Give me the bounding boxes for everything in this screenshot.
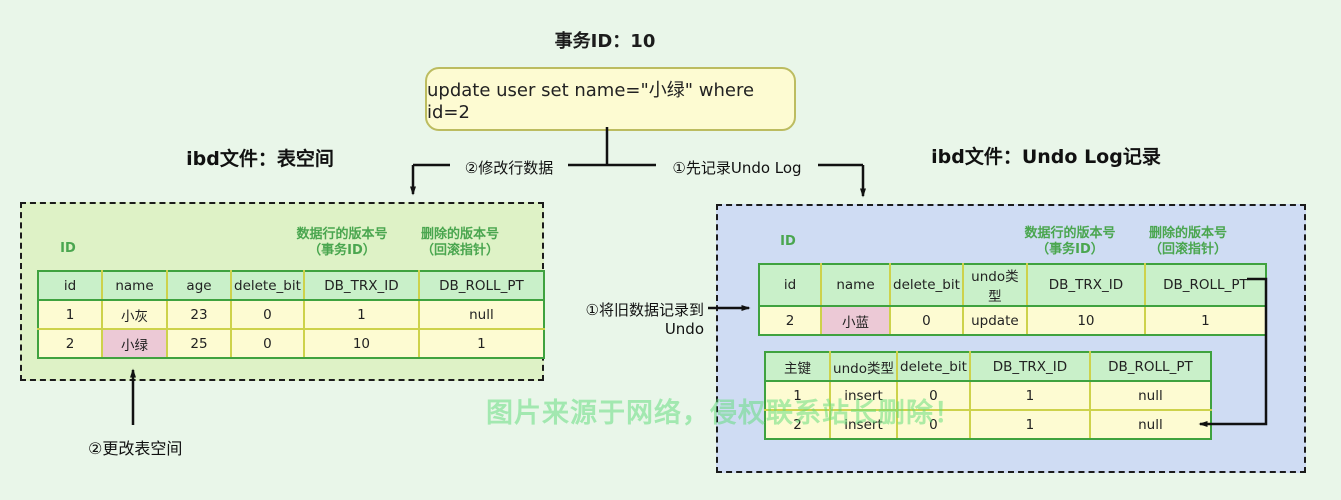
- data-cell: 10: [1025, 305, 1146, 336]
- update-tablespace-label: ②更改表空间: [88, 439, 183, 458]
- header-cell: DB_ROLL_PT: [1143, 263, 1267, 307]
- data-cell: 2: [37, 328, 103, 359]
- data-cell: 小灰: [101, 299, 168, 330]
- header-cell: delete_bit: [896, 351, 971, 382]
- undo-id-label: ID: [780, 234, 796, 249]
- data-cell: 1: [968, 409, 1091, 440]
- trx-label-line2: （事务ID）: [308, 243, 376, 258]
- undo-log-title: ibd文件：Undo Log记录: [931, 146, 1161, 168]
- trx-label-line1: 数据行的版本号: [296, 227, 388, 242]
- undo-roll-label-line2: （回滚指针）: [1148, 242, 1227, 257]
- data-cell: null: [417, 299, 545, 330]
- header-cell: DB_ROLL_PT: [1088, 351, 1212, 382]
- data-cell: null: [1088, 380, 1212, 411]
- data-cell: 2: [758, 305, 822, 336]
- header-cell: DB_TRX_ID: [1025, 263, 1146, 307]
- roll-label-line2: （回滚指针）: [420, 243, 499, 258]
- undo-trx-label: 数据行的版本号 （事务ID）: [990, 226, 1150, 258]
- data-cell: 0: [896, 409, 971, 440]
- data-cell: update: [961, 305, 1028, 336]
- data-cell: 2: [764, 409, 831, 440]
- data-cell: null: [1088, 409, 1212, 440]
- header-cell: undo类型: [829, 351, 898, 382]
- data-cell: 25: [166, 328, 232, 359]
- header-cell: DB_ROLL_PT: [417, 270, 545, 301]
- modify-row-label: ②修改行数据: [450, 157, 568, 178]
- data-cell: 0: [889, 305, 964, 336]
- header-cell: id: [758, 263, 822, 307]
- sql-statement-box: update user set name="小绿" where id=2: [425, 67, 796, 131]
- header-cell: undo类型: [961, 263, 1028, 307]
- data-cell: 1: [968, 380, 1091, 411]
- data-cell: 1: [302, 299, 420, 330]
- data-cell: insert: [829, 380, 898, 411]
- header-cell: delete_bit: [889, 263, 964, 307]
- roll-label-line1: 删除的版本号: [420, 227, 499, 242]
- tablespace-id-label: ID: [60, 241, 76, 256]
- transaction-id-title: 事务ID：10: [554, 31, 656, 52]
- header-cell: name: [101, 270, 168, 301]
- data-cell: 0: [230, 328, 305, 359]
- undo-trx-label-line1: 数据行的版本号: [1024, 226, 1116, 241]
- undo-trx-label-line2: （事务ID）: [1036, 242, 1104, 257]
- header-cell: 主键: [764, 351, 831, 382]
- data-cell: 1: [1143, 305, 1267, 336]
- data-cell: 1: [37, 299, 103, 330]
- header-cell: id: [37, 270, 103, 301]
- data-cell: 0: [896, 380, 971, 411]
- tablespace-roll-label: 删除的版本号 （回滚指针）: [380, 227, 540, 259]
- tablespace-title: ibd文件：表空间: [186, 148, 334, 170]
- header-cell: delete_bit: [230, 270, 305, 301]
- data-cell: 23: [166, 299, 232, 330]
- data-cell: 10: [302, 328, 420, 359]
- data-cell: 1: [417, 328, 545, 359]
- header-cell: DB_TRX_ID: [968, 351, 1091, 382]
- data-cell: 小蓝: [820, 305, 891, 336]
- undo-roll-label-line1: 删除的版本号: [1148, 226, 1227, 241]
- data-cell: 1: [764, 380, 831, 411]
- record-undo-label: ①先记录Undo Log: [656, 157, 818, 178]
- header-cell: name: [820, 263, 891, 307]
- header-cell: DB_TRX_ID: [302, 270, 420, 301]
- record-old-data-label: ①将旧数据记录到Undo: [585, 301, 704, 338]
- header-cell: age: [166, 270, 232, 301]
- data-cell: 小绿: [101, 328, 168, 359]
- tablespace-trx-label: 数据行的版本号 （事务ID）: [262, 227, 422, 259]
- data-cell: 0: [230, 299, 305, 330]
- watermark-text: 图片来源于网络，侵权联系站长删除！: [486, 398, 962, 429]
- undo-roll-label: 删除的版本号 （回滚指针）: [1108, 226, 1268, 258]
- data-cell: insert: [829, 409, 898, 440]
